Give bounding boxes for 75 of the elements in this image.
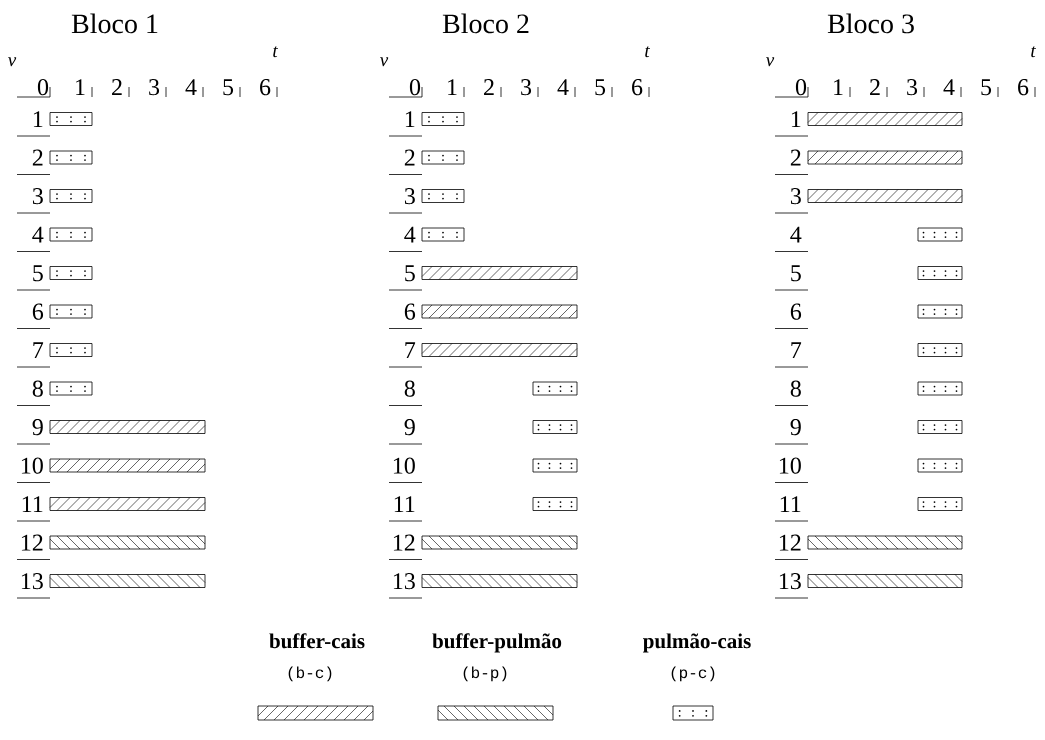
tick-label: 3 <box>149 79 160 96</box>
row-label: 12 <box>21 534 43 551</box>
tick-label: 6 <box>260 79 271 96</box>
tick-label: 5 <box>223 79 234 96</box>
row-label: 9 <box>790 419 801 436</box>
axis-label: v <box>380 57 389 67</box>
row-label: 6 <box>32 303 44 320</box>
tick-label: 4 <box>943 79 955 95</box>
row-label: 13 <box>21 573 43 590</box>
axis-label: t <box>1031 46 1037 58</box>
row-label: 5 <box>33 265 43 282</box>
tick-label: 6 <box>632 79 643 96</box>
row-label: 4 <box>404 226 416 243</box>
row-label: 5 <box>405 265 415 282</box>
block-title: Bloco 1 <box>71 13 158 34</box>
row-label: 2 <box>790 149 801 166</box>
row-label: 10 <box>21 457 43 474</box>
legend-label: pulmão-cais <box>643 633 751 653</box>
tick-label: 1 <box>834 79 843 95</box>
abbreviation: (p-c) <box>671 666 715 682</box>
row-label: 8 <box>32 380 43 397</box>
tick-label: 1 <box>76 79 85 95</box>
row-label: 11 <box>22 496 43 512</box>
tick-label: 0 <box>409 79 421 96</box>
row-label: 1 <box>405 111 415 127</box>
tick-label: 2 <box>484 79 494 95</box>
axis-label: t <box>645 46 651 58</box>
row-label: 7 <box>791 342 802 358</box>
row-label: 7 <box>33 342 44 358</box>
block-title: Bloco 3 <box>827 13 914 34</box>
row-label: 12 <box>393 534 415 551</box>
tick-label: 1 <box>448 79 457 95</box>
legend-label: buffer-pulmão <box>432 633 562 653</box>
row-label: 1 <box>33 111 43 127</box>
row-label: 8 <box>790 380 801 397</box>
row-label: 3 <box>790 188 801 205</box>
row-label: 4 <box>790 226 802 243</box>
row-label: 6 <box>790 303 802 320</box>
row-label: 2 <box>32 149 43 166</box>
tick-label: 5 <box>595 79 606 96</box>
axis-label: v <box>766 57 775 67</box>
row-label: 3 <box>404 188 415 205</box>
tick-label: 4 <box>185 79 197 95</box>
row-label: 5 <box>791 265 801 282</box>
abbreviation: (b-p) <box>463 666 507 682</box>
row-label: 7 <box>405 342 416 358</box>
row-label: 6 <box>404 303 416 320</box>
legend-label: buffer-cais <box>269 633 365 649</box>
axis-label: t <box>273 46 279 58</box>
tick-label: 2 <box>112 79 122 95</box>
row-label: 1 <box>791 111 801 127</box>
abbreviation: (b-c) <box>288 666 332 682</box>
row-label: 13 <box>393 573 415 590</box>
tick-label: 6 <box>1018 79 1029 96</box>
row-label: 8 <box>404 380 415 397</box>
tick-label: 4 <box>557 79 569 95</box>
tick-label: 0 <box>37 79 49 96</box>
row-label: 9 <box>404 419 415 436</box>
tick-label: 5 <box>981 79 992 96</box>
tick-label: 2 <box>870 79 880 95</box>
row-label: 3 <box>32 188 43 205</box>
row-label: 11 <box>394 496 415 512</box>
row-label: 2 <box>404 149 415 166</box>
tick-label: 3 <box>907 79 918 96</box>
tick-label: 0 <box>795 79 807 96</box>
block-title: Bloco 2 <box>442 13 529 34</box>
row-label: 10 <box>779 457 801 474</box>
tick-label: 3 <box>521 79 532 96</box>
axis-label: v <box>8 57 17 67</box>
row-label: 10 <box>393 457 415 474</box>
row-label: 9 <box>32 419 43 436</box>
row-label: 11 <box>780 496 801 512</box>
row-label: 4 <box>32 226 44 243</box>
row-label: 13 <box>779 573 801 590</box>
row-label: 12 <box>779 534 801 551</box>
